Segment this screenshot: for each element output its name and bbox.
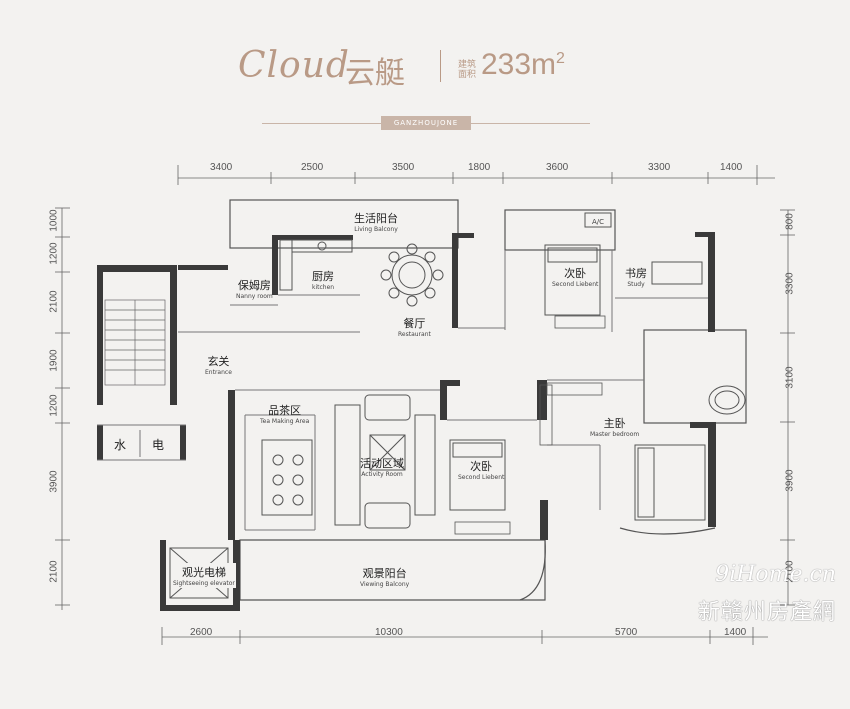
area-number: 233m [481,48,557,81]
dim-right-4: 3900 [784,469,796,492]
beds [449,244,706,521]
dim-bottom-3: 5700 [615,627,638,638]
area-label: 建筑面积 [458,60,477,80]
dim-right-1: 800 [784,213,796,230]
room-label-en: Study [627,281,645,288]
top-balcony-outline [504,209,616,251]
room-elevator: 观光电梯 Sightseeing elevator [172,563,236,588]
room-label-en: Restaurant [398,331,431,338]
room-label-cn: 次卧 [564,267,587,280]
room-master: 主卧 Master bedroom [590,415,639,438]
room-label-cn: 厨房 [312,270,335,283]
title-name-cn: 云艇 [345,56,405,91]
room-label-cn: 观景阳台 [362,567,407,580]
dim-top-2: 2500 [301,162,324,173]
room-label-cn: 玄关 [207,355,230,368]
room-label-en: Viewing Balcony [360,581,410,588]
room-living-balcony: 生活阳台 Living Balcony [354,210,398,233]
walls [97,232,716,611]
watermark-text: 新赣州房產網 [697,600,836,625]
dim-right-3: 3100 [784,366,796,389]
dim-top-3: 3500 [392,162,415,173]
activity-furniture [334,394,436,529]
dim-right-2: 3300 [784,272,796,295]
room-label-cn: 生活阳台 [354,212,398,225]
room-label-en: Living Balcony [354,226,398,233]
dim-left-3: 2100 [48,290,60,313]
bottom-ticks [161,627,754,645]
room-nanny: 保姆房 Nanny room [236,277,273,300]
room-label-cn: 主卧 [603,417,626,430]
watermark-logo: 9iHome.cn [715,562,836,587]
room-label-en: Second Liebent [552,281,599,288]
dim-bottom-2: 10300 [375,627,403,638]
dining-table [380,243,444,307]
dim-left-6: 3900 [48,470,60,493]
title-cloud: Cloud [238,45,350,86]
area-superscript: 2 [556,50,565,67]
utility-power: 电 [152,438,165,452]
living-balcony-outline [229,199,459,249]
room-label-en: kitchen [312,284,335,291]
dim-top-6: 3300 [648,162,671,173]
room-label-cn: 活动区域 [360,457,404,470]
dim-bottom-4: 1400 [724,627,747,638]
room-label-cn: 保姆房 [237,279,271,292]
room-tea-area: 品茶区 Tea Making Area [260,402,309,425]
bathtub [708,385,746,415]
room-label-en: Master bedroom [590,431,640,438]
utility-water: 水 [114,438,127,452]
balcony-curve [519,539,546,601]
master-bay-curve [619,527,716,535]
room-label-cn: 书房 [625,267,647,280]
staircase [104,299,166,386]
wardrobes [454,315,606,535]
room-entrance: 玄关 Entrance [205,353,232,376]
room-viewing-balcony: 观景阳台 Viewing Balcony [360,565,409,588]
dim-top-5: 3600 [546,162,569,173]
room-label-cn: 次卧 [470,460,493,473]
room-label-cn: 观光电梯 [181,566,226,579]
room-label-en: Entrance [205,369,232,376]
dim-top-7: 1400 [720,162,743,173]
study-desk [584,212,703,285]
room-label-en: Sightseeing elevator [173,580,235,587]
room-study: 书房 Study [625,265,647,288]
dim-top-1: 3400 [210,162,233,173]
left-ticks [55,207,70,606]
room-second-bedroom-top: 次卧 Second Liebent [552,265,598,288]
room-label-cn: 品茶区 [268,404,302,417]
kitchen-counter [279,239,353,291]
room-second-bedroom-mid: 次卧 Second Liebent [458,458,504,481]
room-label-en: Nanny room [236,293,273,300]
title-divider [440,50,441,82]
dim-bottom-1: 2600 [190,627,213,638]
dim-left-4: 1900 [48,349,60,372]
room-kitchen: 厨房 kitchen [312,268,334,291]
tea-table [261,439,313,516]
room-label-cn: 餐厅 [403,317,426,330]
room-label-en: Second Liebent [458,474,505,481]
right-ticks [780,209,795,606]
room-label-en: Tea Making Area [260,418,310,425]
room-restaurant: 餐厅 Restaurant [398,315,431,338]
dim-left-5: 1200 [48,394,60,417]
dim-left-2: 1200 [48,242,60,265]
room-label-en: Activity Room [361,471,403,478]
dim-top-4: 1800 [468,162,491,173]
ac-label: A/C [592,218,604,226]
top-ticks [177,165,758,185]
dim-left-7: 2100 [48,560,60,583]
subtitle-tag: GANZHOUJONE [381,116,471,130]
area-value: 233m2 [481,48,565,82]
room-activity: 活动区域 Activity Room [360,455,404,478]
